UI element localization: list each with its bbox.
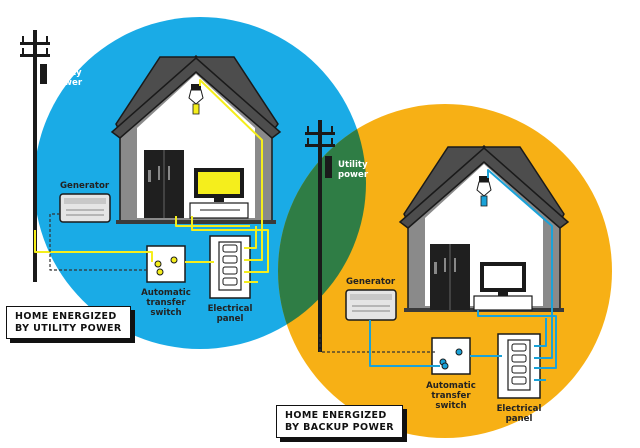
electrical-panel-label-utility: Electrical panel [202, 304, 258, 324]
electrical-panel-label-line-2: panel [505, 414, 533, 424]
transfer-switch-label-utility: Automatic transfer switch [138, 288, 194, 318]
caption-utility-line-1: HOME ENERGIZED [15, 311, 117, 322]
utility-power-label-line-2: power [52, 78, 83, 88]
transfer-switch-label-line-2: transfer [431, 391, 471, 401]
electrical-panel-label-line-1: Electrical [496, 404, 542, 414]
transfer-switch-label-line-2: transfer [146, 298, 186, 308]
bulb-icon-utility [188, 84, 204, 115]
wiring-utility [34, 79, 269, 283]
generator-label-utility: Generator [60, 181, 110, 191]
caption-backup-line-1: HOME ENERGIZED [285, 410, 387, 421]
utility-power-label-line-1: Utility [52, 68, 82, 78]
tv-icon-utility [189, 168, 249, 219]
transfer-switch-label-line-3: switch [435, 401, 467, 411]
caption-backup: HOME ENERGIZED BY BACKUP POWER [276, 405, 403, 438]
generator-label-backup: Generator [346, 277, 396, 287]
transfer-switch-label-line-3: switch [150, 308, 182, 318]
utility-pole-right [305, 120, 335, 352]
transfer-switch-label-line-1: Automatic [426, 381, 476, 391]
tv-icon-backup [473, 262, 533, 311]
refrigerator-icon-utility [144, 150, 184, 218]
circle-overlap [278, 104, 366, 349]
utility-power-label-line-1: Utility [338, 160, 368, 170]
transfer-switch-icon-backup [431, 337, 471, 375]
electrical-panel-label-line-1: Electrical [207, 304, 253, 314]
utility-power-label-line-2: power [338, 170, 369, 180]
generator-icon-utility [59, 193, 111, 223]
transfer-switch-label-line-1: Automatic [141, 288, 191, 298]
transfer-switch-icon-utility [146, 245, 186, 283]
transfer-switch-label-backup: Automatic transfer switch [423, 381, 479, 411]
wiring-backup [319, 169, 557, 381]
utility-pole-left [20, 30, 50, 282]
electrical-panel-icon-utility [209, 235, 251, 299]
utility-power-label-utility: Utility power [52, 68, 82, 88]
electrical-panel-label-line-2: panel [216, 314, 244, 324]
refrigerator-icon-backup [430, 244, 470, 310]
electrical-panel-icon-backup [497, 333, 541, 399]
electrical-panel-label-backup: Electrical panel [491, 404, 547, 424]
generator-icon-backup [345, 289, 397, 321]
caption-utility-line-2: BY UTILITY POWER [15, 322, 122, 334]
caption-utility: HOME ENERGIZED BY UTILITY POWER [6, 306, 131, 339]
utility-power-label-backup: Utility power [338, 160, 368, 180]
caption-backup-line-2: BY BACKUP POWER [285, 421, 394, 433]
bulb-icon-backup [476, 176, 492, 207]
